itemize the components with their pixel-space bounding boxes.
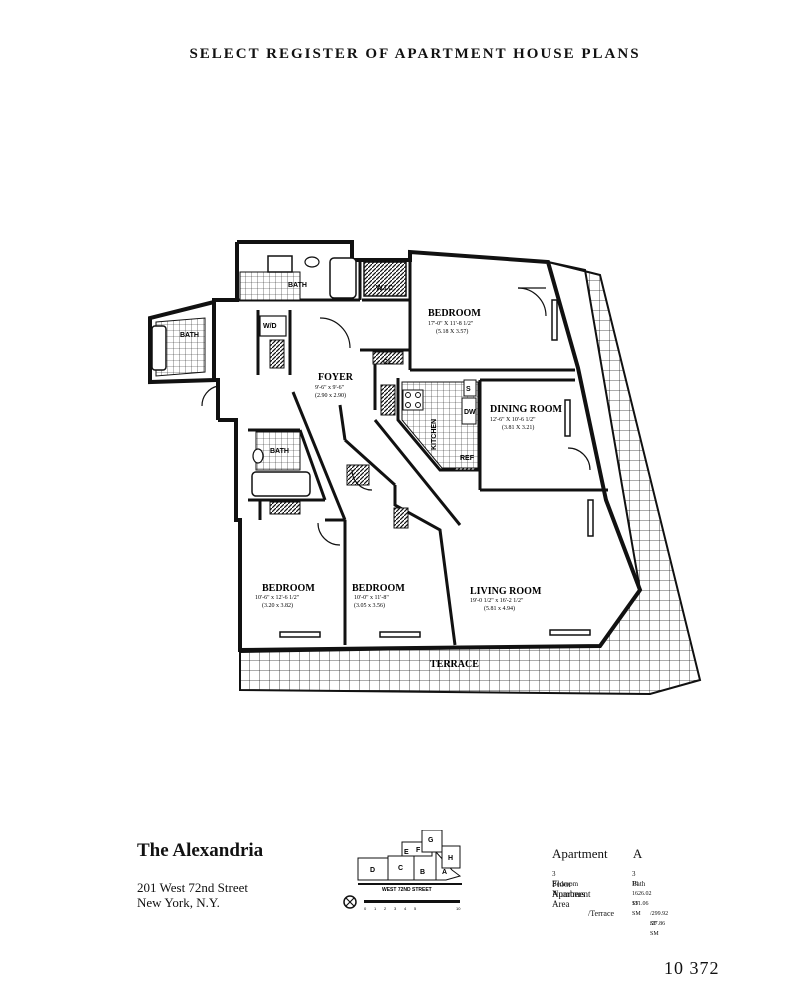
- living-dim2: (5.81 x 4.94): [484, 605, 515, 612]
- bedroom1-dim1: 17'-0" X 11'-8 1/2": [428, 321, 474, 327]
- ref-label: REF: [460, 455, 475, 462]
- unit-d: D: [370, 867, 375, 874]
- scale-3: 3: [394, 906, 397, 911]
- unit-h: H: [448, 855, 453, 862]
- foyer-dim1: 9'-6" x 9'-6": [315, 385, 345, 391]
- unit-f: F: [416, 847, 421, 854]
- building-info: The Alexandria 201 West 72nd Street New …: [137, 840, 263, 910]
- terrace-label: TERRACE: [430, 659, 479, 670]
- area-sf: 1626.02 SF: [632, 891, 652, 907]
- bath-floors: [151, 255, 357, 497]
- address-line-1: 201 West 72nd Street: [137, 880, 249, 895]
- bath-mid-label: BATH: [270, 448, 289, 455]
- foyer-label: FOYER: [318, 372, 354, 383]
- bedroom-count: 3 Bedroom: [552, 870, 579, 888]
- page-header: SELECT REGISTER OF APARTMENT HOUSE PLANS: [189, 46, 641, 62]
- interior-walls: [237, 260, 608, 646]
- bedroom1-dim2: (5.18 X 3.57): [436, 328, 468, 335]
- dw-label: DW: [464, 409, 476, 416]
- windows: [279, 299, 594, 638]
- scale-2: 2: [384, 906, 387, 911]
- apartment-letter: A: [632, 846, 643, 861]
- terrace-area-label: /Terrace: [588, 909, 615, 918]
- building-address: 201 West 72nd Street New York, N.Y.: [137, 880, 263, 910]
- scale-4: 4: [404, 906, 407, 911]
- street-label: WEST 72ND STREET: [382, 887, 432, 893]
- dining-label: DINING ROOM: [490, 404, 563, 415]
- page-number: 10 372: [664, 958, 720, 978]
- dining-dim1: 12'-6" X 10'-6 1/2": [490, 417, 536, 423]
- floor-label: Floor Numbers: [552, 879, 585, 899]
- unit-c: C: [398, 865, 403, 872]
- building-name: The Alexandria: [137, 840, 264, 861]
- living-dim1: 19'-0 1/2" x 16'-2 1/2": [470, 598, 524, 604]
- bath-left-label: BATH: [180, 332, 199, 339]
- scale-5: 5: [414, 906, 417, 911]
- living-label: LIVING ROOM: [470, 586, 542, 597]
- bedroom1-label: BEDROOM: [428, 308, 481, 319]
- area-sm: 151.06 SM: [632, 901, 649, 917]
- apartment-label: Apartment: [552, 846, 608, 861]
- bedroom2-dim1: 10'-6" x 12'-6 1/2": [255, 595, 300, 601]
- bedroom2-label: BEDROOM: [262, 583, 315, 594]
- unit-a: A: [442, 869, 447, 876]
- floor-value: 18: [632, 881, 638, 887]
- unit-b: B: [420, 869, 425, 876]
- dining-dim2: (3.81 X 3.21): [502, 424, 534, 431]
- wic-label: W.I.C: [376, 285, 393, 292]
- address-line-2: New York, N.Y.: [137, 895, 220, 910]
- room-labels: BEDROOM 17'-0" X 11'-8 1/2" (5.18 X 3.57…: [180, 282, 563, 670]
- foyer-dim2: (2.90 x 2.90): [315, 392, 346, 399]
- bath-count: 3 Bath: [632, 870, 646, 888]
- terrace-area: [239, 261, 702, 696]
- bedroom2-dim2: (3.20 x 3.82): [262, 602, 293, 609]
- kitchen-label: KITCHEN: [431, 419, 438, 450]
- s-label: S: [466, 386, 471, 393]
- scale-10: 10: [456, 906, 461, 911]
- terrace-sf: /299.92 SF: [650, 911, 669, 927]
- terrace-sm: /27.86 SM: [650, 921, 666, 937]
- scale-1: 1: [374, 906, 377, 911]
- bedroom3-dim1: 10'-0" x 11'-8": [354, 595, 389, 601]
- unit-e: E: [404, 849, 409, 856]
- doors: [201, 287, 591, 546]
- bedroom3-dim2: (3.05 x 3.56): [354, 602, 385, 609]
- unit-g: G: [428, 837, 434, 844]
- building-key-map: D C B A E F G H WEST 72ND STREET 0 1 2 3…: [343, 830, 462, 911]
- bath-top-label: BATH: [288, 282, 307, 289]
- kitchen-floor: [401, 379, 479, 469]
- apartment-title: Apartment A: [552, 846, 642, 862]
- scale-0: 0: [364, 906, 367, 911]
- bedroom3-label: BEDROOM: [352, 583, 405, 594]
- cl-label: CL: [383, 359, 393, 366]
- area-label: Apartment Area: [552, 889, 591, 909]
- wd-label: W/D: [263, 323, 277, 330]
